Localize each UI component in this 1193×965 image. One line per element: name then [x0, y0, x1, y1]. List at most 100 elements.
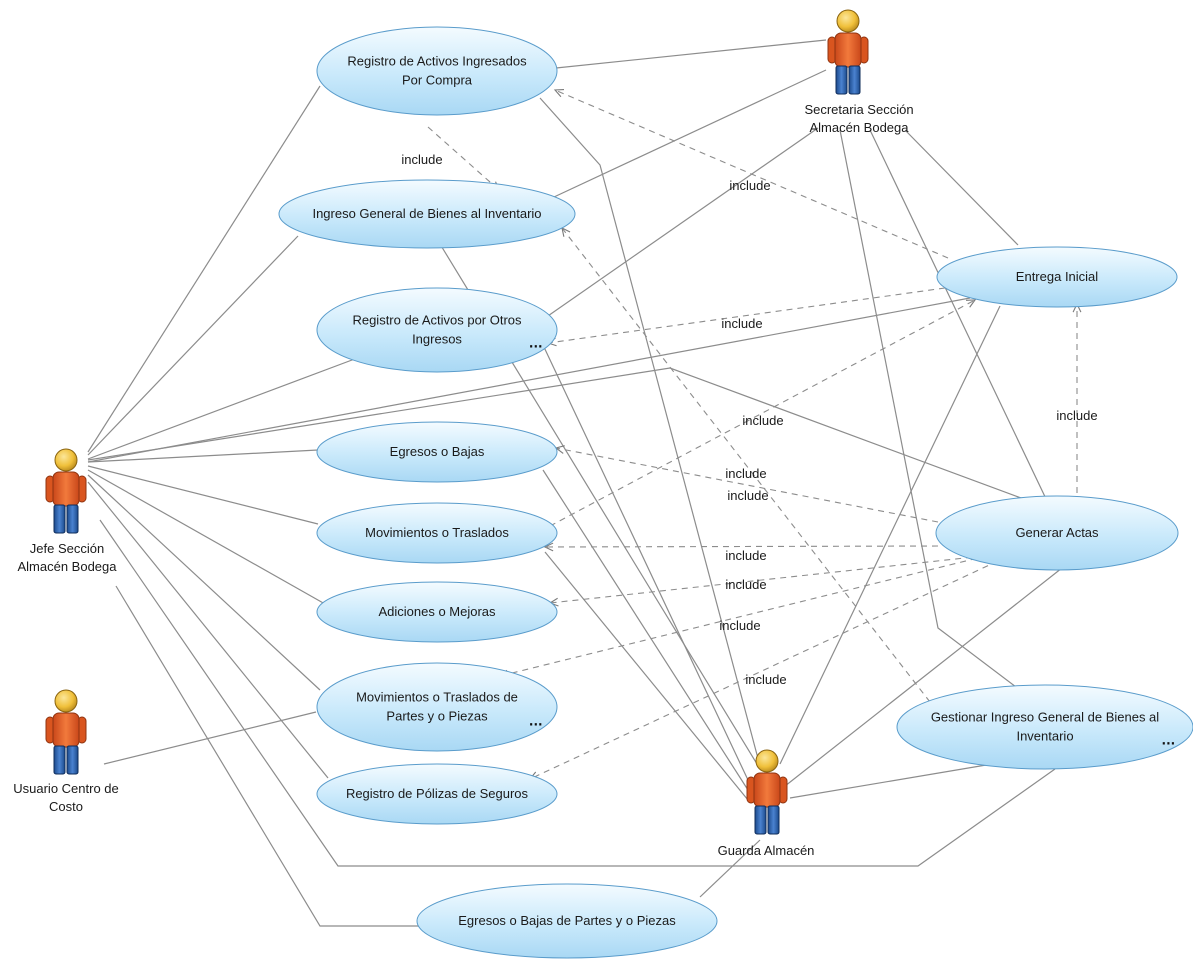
use-case-ellipse[interactable]: [316, 763, 558, 825]
use-case-ellipse[interactable]: [935, 495, 1179, 571]
association-guarda-uc11[interactable]: [779, 567, 1063, 791]
include-label: include: [727, 488, 768, 503]
include-label: include: [729, 178, 770, 193]
include-label: include: [725, 577, 766, 592]
actor-icon: [746, 749, 788, 835]
association-jefe-uc6[interactable]: [87, 469, 326, 605]
more-indicator-icon: ...: [529, 714, 543, 728]
actor-body: [52, 712, 80, 748]
association-jefe-uc4[interactable]: [87, 449, 319, 463]
association-guarda-uc5[interactable]: [544, 551, 749, 801]
include-uc11-uc7[interactable]: [499, 552, 999, 677]
use-case-label: Movimientos o Traslados de: [356, 690, 518, 705]
use-case-uc2[interactable]: Ingreso General de Bienes al Inventario: [278, 179, 576, 249]
include-label: include: [1056, 408, 1097, 423]
include-uc1-uc2[interactable]: [427, 126, 500, 191]
actor-label: Almacén Bodega: [809, 120, 909, 135]
association-jefe-uc7[interactable]: [87, 474, 321, 691]
use-case-uc8[interactable]: Registro de Pólizas de Seguros: [316, 763, 558, 825]
use-case-ellipse[interactable]: [316, 421, 558, 483]
association-jefe-uc5[interactable]: [87, 465, 319, 525]
association-secretaria-uc10[interactable]: [904, 129, 1019, 246]
association-guarda-uc1[interactable]: [539, 97, 761, 767]
association-lines: [87, 39, 1063, 927]
association-secretaria-uc2[interactable]: [553, 69, 827, 198]
use-case-label: Registro de Activos Ingresados: [347, 54, 527, 69]
use-case-ellipse[interactable]: [316, 502, 558, 564]
actor-label: Almacén Bodega: [17, 559, 117, 574]
use-case-uc4[interactable]: Egresos o Bajas: [316, 421, 558, 483]
include-arrowhead: [965, 299, 977, 308]
use-case-label: Inventario: [1016, 729, 1073, 744]
include-uc11-uc5[interactable]: [544, 545, 939, 548]
include-uc11-uc8[interactable]: [529, 560, 999, 780]
association-guarda-uc10[interactable]: [779, 305, 1001, 765]
include-label: include: [745, 672, 786, 687]
association-secretaria-uc1[interactable]: [555, 39, 827, 69]
association-jefe-uc8[interactable]: [87, 481, 329, 779]
more-indicator-icon: ...: [1162, 734, 1176, 748]
association-jefe-uc2[interactable]: [87, 235, 299, 456]
association-guarda-uc4[interactable]: [542, 469, 749, 791]
association-secretaria-uc11[interactable]: [869, 129, 1049, 504]
use-case-label: Entrega Inicial: [1016, 269, 1098, 284]
use-case-uc9[interactable]: Egresos o Bajas de Partes y o Piezas: [416, 883, 718, 959]
use-case-uc11[interactable]: Generar Actas: [935, 495, 1179, 571]
include-uc5-uc10[interactable]: [549, 299, 976, 527]
actor-icon: [45, 689, 87, 775]
use-case-ellipse[interactable]: [316, 662, 558, 752]
use-case-label: Gestionar Ingreso General de Bienes al: [931, 710, 1159, 725]
association-jefe-uc3[interactable]: [87, 356, 361, 460]
actor-leg: [66, 745, 79, 775]
use-case-label: Generar Actas: [1015, 525, 1099, 540]
actor-leg: [53, 745, 66, 775]
include-arrowhead: [553, 89, 565, 98]
actor-body: [753, 772, 781, 808]
actor-label: Jefe Sección: [30, 541, 104, 556]
use-case-uc3[interactable]: Registro de Activos por OtrosIngresos...: [316, 287, 558, 373]
use-case-ellipse[interactable]: [278, 179, 576, 249]
use-case-ellipse[interactable]: [936, 246, 1178, 308]
use-case-uc5[interactable]: Movimientos o Traslados: [316, 502, 558, 564]
association-jefe-uc10[interactable]: [87, 297, 971, 463]
include-uc11-uc4[interactable]: [555, 447, 939, 523]
use-case-ellipse[interactable]: [316, 581, 558, 643]
use-case-ellipse[interactable]: [316, 26, 558, 116]
association-guarda-uc3[interactable]: [542, 344, 749, 781]
use-case-ellipse[interactable]: [316, 287, 558, 373]
more-indicator-icon: ...: [529, 337, 543, 351]
use-case-ellipse[interactable]: [896, 684, 1193, 770]
use-case-label: Ingreso General de Bienes al Inventario: [312, 206, 541, 221]
association-jefe-uc12[interactable]: [99, 519, 1056, 867]
include-uc10-uc3[interactable]: [547, 287, 946, 344]
actor-body: [52, 471, 80, 507]
use-case-uc12[interactable]: Gestionar Ingreso General de Bienes al In…: [896, 684, 1193, 770]
include-uc12-uc2[interactable]: [561, 227, 931, 703]
use-case-ellipse[interactable]: [416, 883, 718, 959]
actor-icon: [827, 9, 869, 95]
include-label: include: [725, 548, 766, 563]
use-case-label: Egresos o Bajas de Partes y o Piezas: [458, 913, 676, 928]
actor-head: [54, 689, 78, 713]
include-uc10-uc1[interactable]: [554, 89, 949, 259]
association-jefe-uc1[interactable]: [87, 85, 321, 453]
use-case-uc10[interactable]: Entrega Inicial: [936, 246, 1178, 308]
actor-guarda[interactable]: Guarda Almacén: [718, 749, 815, 858]
actor-leg: [767, 805, 780, 835]
association-secretaria-uc12[interactable]: [839, 129, 1021, 691]
use-case-label: Registro de Activos por Otros: [352, 313, 522, 328]
association-usuario-uc7[interactable]: [103, 711, 317, 765]
association-guarda-uc9[interactable]: [699, 839, 761, 898]
association-jefe-uc9[interactable]: [115, 585, 420, 927]
use-case-uc6[interactable]: Adiciones o Mejoras: [316, 581, 558, 643]
actor-label: Usuario Centro de: [13, 781, 119, 796]
association-secretaria-uc3[interactable]: [544, 127, 819, 319]
actor-leg: [754, 805, 767, 835]
association-guarda-uc12[interactable]: [789, 762, 999, 799]
